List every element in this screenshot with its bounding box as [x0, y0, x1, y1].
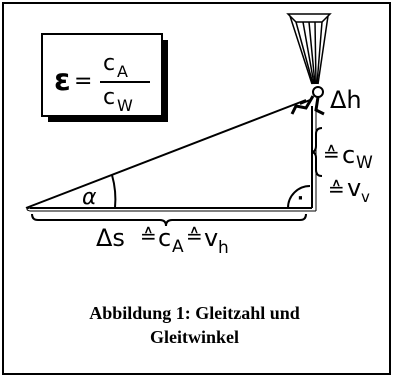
- base-corr1: ≙: [140, 224, 157, 248]
- vertical-vv-label: ≙ v v: [328, 174, 370, 206]
- base-ca-base: c: [158, 224, 171, 252]
- formula-equals: =: [74, 69, 92, 94]
- angle-alpha-label: α: [82, 185, 97, 210]
- formula-epsilon: ε: [54, 63, 71, 98]
- formula-denominator-sub: W: [117, 96, 133, 115]
- vertical-cw-base: c: [342, 141, 355, 169]
- paraglider-icon: [286, 13, 332, 116]
- figure-caption: Abbildung 1: Gleitzahl und Gleitwinkel: [0, 301, 389, 349]
- formula-numerator-base: c: [103, 51, 115, 76]
- formula-denominator-base: c: [103, 85, 115, 110]
- horizontal-leg-cap: [26, 207, 31, 212]
- vertical-cw-label: ≙ c W: [323, 141, 373, 173]
- vertical-vv-corr: ≙: [328, 177, 345, 201]
- base-label: Δs ≙ c A ≙ v h: [96, 224, 229, 258]
- base-vh-base: v: [204, 224, 218, 252]
- vertical-vv-base: v: [347, 174, 361, 202]
- horizontal-brace: [31, 213, 307, 227]
- vertical-cw-corr: ≙: [323, 142, 340, 166]
- caption-line-1: Abbildung 1: Gleitzahl und: [89, 303, 300, 323]
- base-corr2: ≙: [186, 224, 203, 248]
- base-delta-s: Δs: [96, 224, 125, 252]
- vertical-brace: [310, 127, 323, 177]
- delta-h-label: Δh: [330, 86, 362, 114]
- base-ca-sub: A: [172, 237, 184, 257]
- right-angle-dot: ·: [297, 188, 304, 209]
- base-vh-sub: h: [218, 238, 229, 258]
- glide-triangle: [25, 99, 317, 212]
- formula-box-frame: [41, 33, 163, 117]
- caption-line-2: Gleitwinkel: [150, 327, 239, 347]
- vertical-vv-sub: v: [361, 188, 370, 206]
- glide-path-hypotenuse: [25, 99, 307, 209]
- vertical-cw-sub: W: [356, 153, 373, 173]
- formula-box: ε = c A c W: [41, 33, 168, 122]
- angle-arc: [111, 174, 117, 209]
- right-angle-arc: [287, 185, 311, 209]
- formula-numerator-sub: A: [117, 62, 128, 81]
